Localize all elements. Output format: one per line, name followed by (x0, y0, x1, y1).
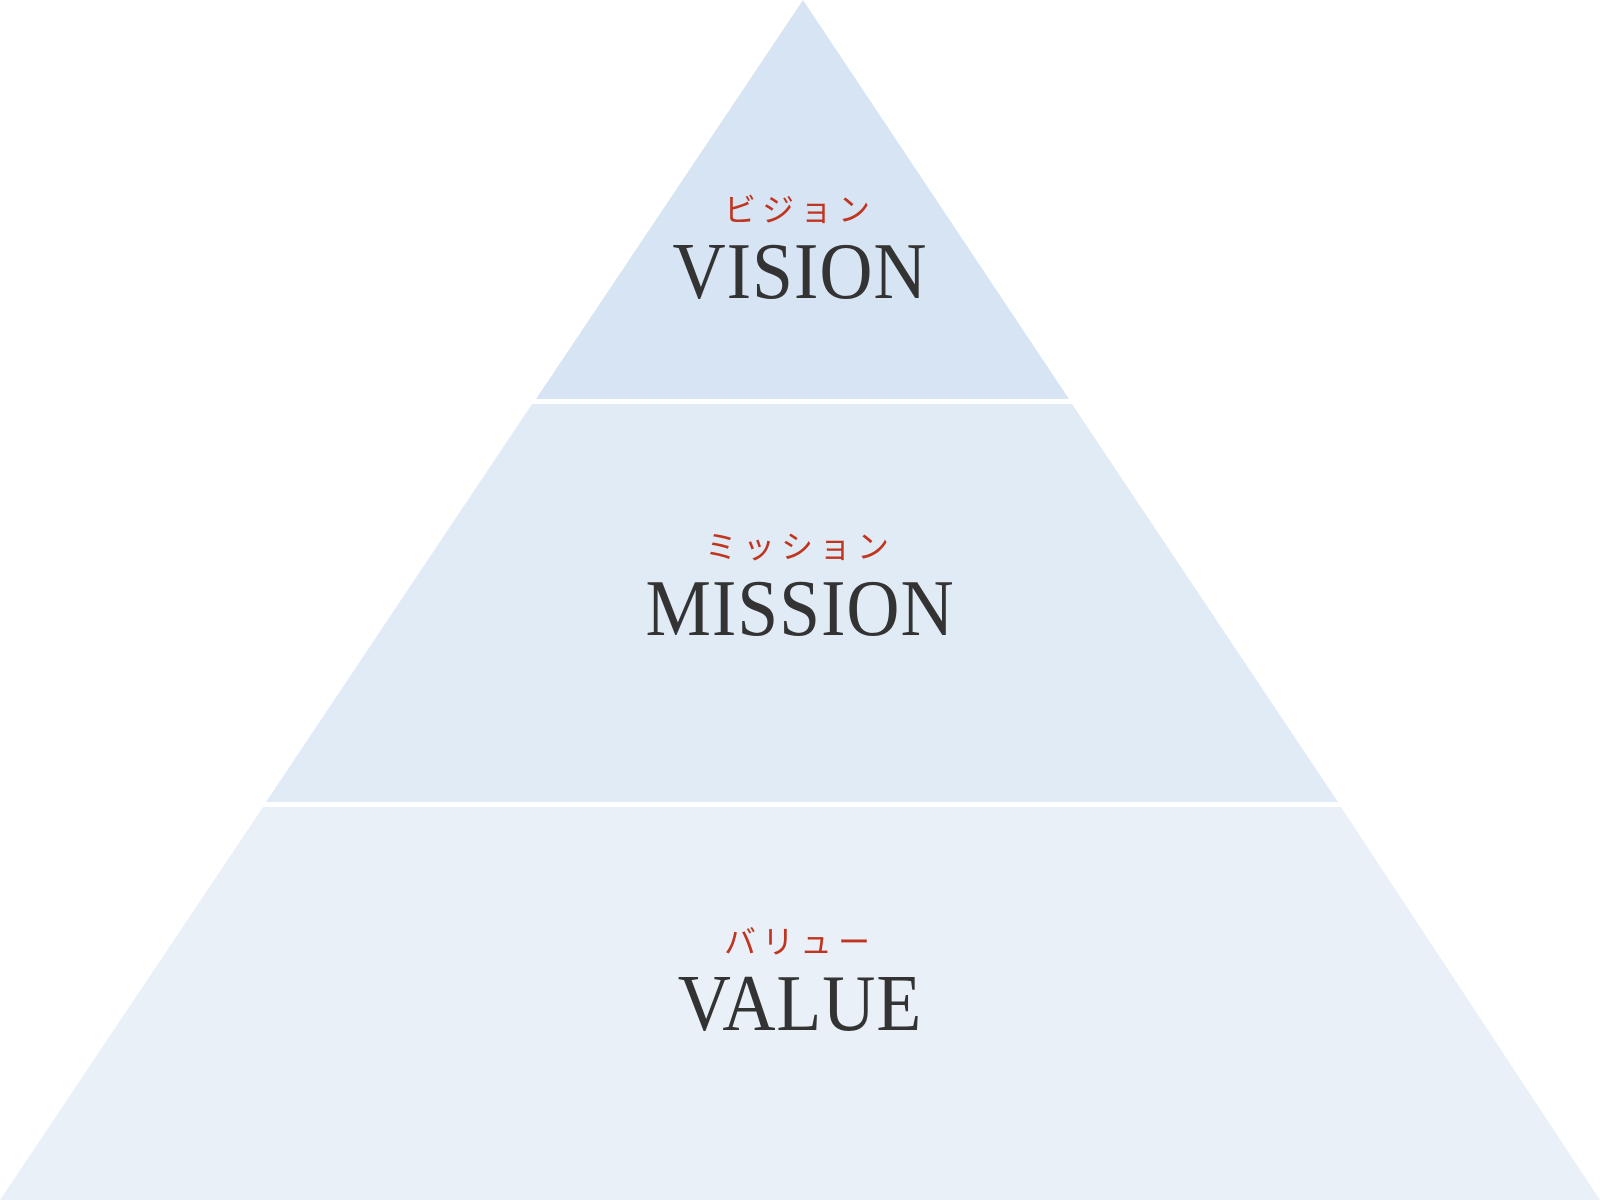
tier-vision-title: VISION (672, 228, 928, 316)
tier-mission: ミッション MISSION (0, 527, 1600, 651)
tier-vision: ビジョン VISION (0, 190, 1600, 314)
tier-value-kana: バリュー (723, 923, 876, 961)
tier-mission-title: MISSION (645, 565, 955, 653)
tier-mission-kana: ミッション (704, 528, 895, 566)
tier-value-title: VALUE (677, 960, 923, 1048)
tier-value: バリュー VALUE (0, 922, 1600, 1046)
tier-value-shape (0, 807, 1600, 1200)
tier-mission-shape (266, 404, 1338, 802)
tier-vision-kana: ビジョン (723, 191, 876, 229)
tier-vision-shape (536, 0, 1069, 399)
